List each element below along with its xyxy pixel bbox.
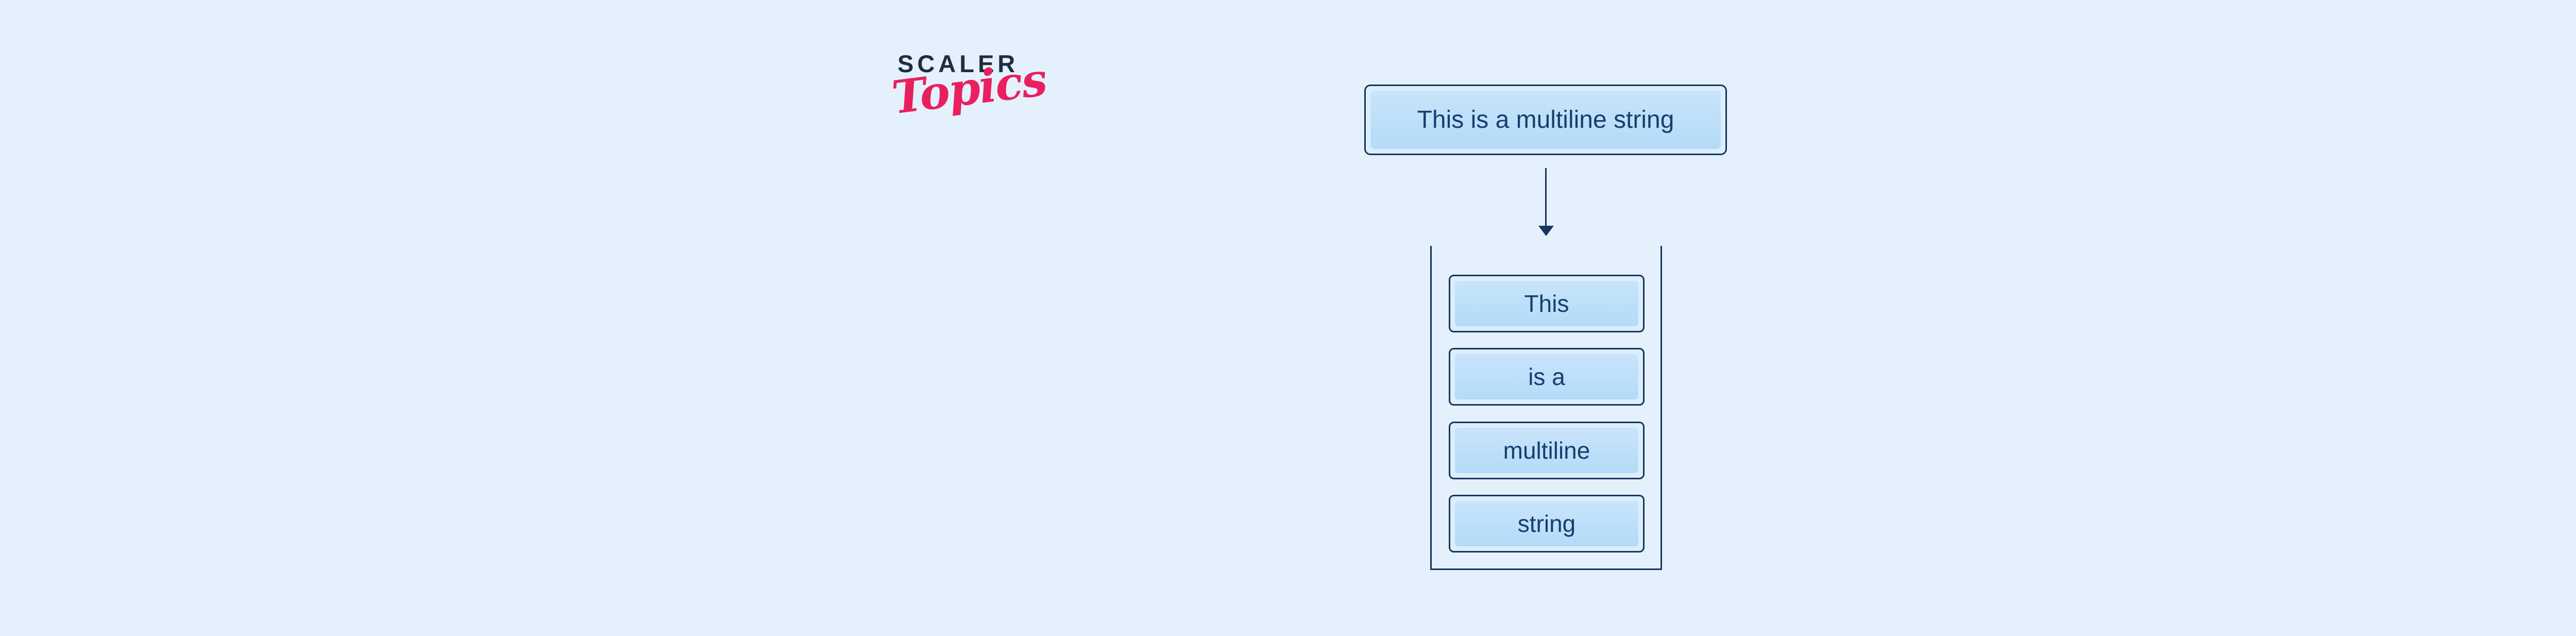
stack-item-fill: string — [1455, 501, 1638, 546]
down-arrow-line — [1545, 168, 1547, 226]
stack-item-fill: is a — [1455, 354, 1638, 399]
source-string-box: This is a multiline string — [1364, 85, 1727, 155]
stack-item-fill: multiline — [1455, 428, 1638, 473]
stack-container — [1430, 246, 1662, 570]
stack-item-label: This — [1524, 290, 1569, 317]
source-string-label: This is a multiline string — [1417, 106, 1674, 133]
stack-item: multiline — [1449, 422, 1645, 479]
scaler-topics-logo: SCALER Topics — [889, 50, 1052, 155]
stack-item-label: is a — [1528, 363, 1565, 390]
stack-item-label: multiline — [1503, 437, 1590, 464]
logo-brand-text: SCALER — [897, 50, 1019, 77]
stack-item-label: string — [1517, 510, 1576, 537]
stack-item-fill: This — [1455, 281, 1638, 326]
down-arrow-icon — [1538, 226, 1554, 236]
source-string-box-fill: This is a multiline string — [1370, 91, 1721, 149]
stack-item: string — [1449, 495, 1645, 553]
stack-item: is a — [1449, 348, 1645, 406]
stack-item: This — [1449, 275, 1645, 332]
